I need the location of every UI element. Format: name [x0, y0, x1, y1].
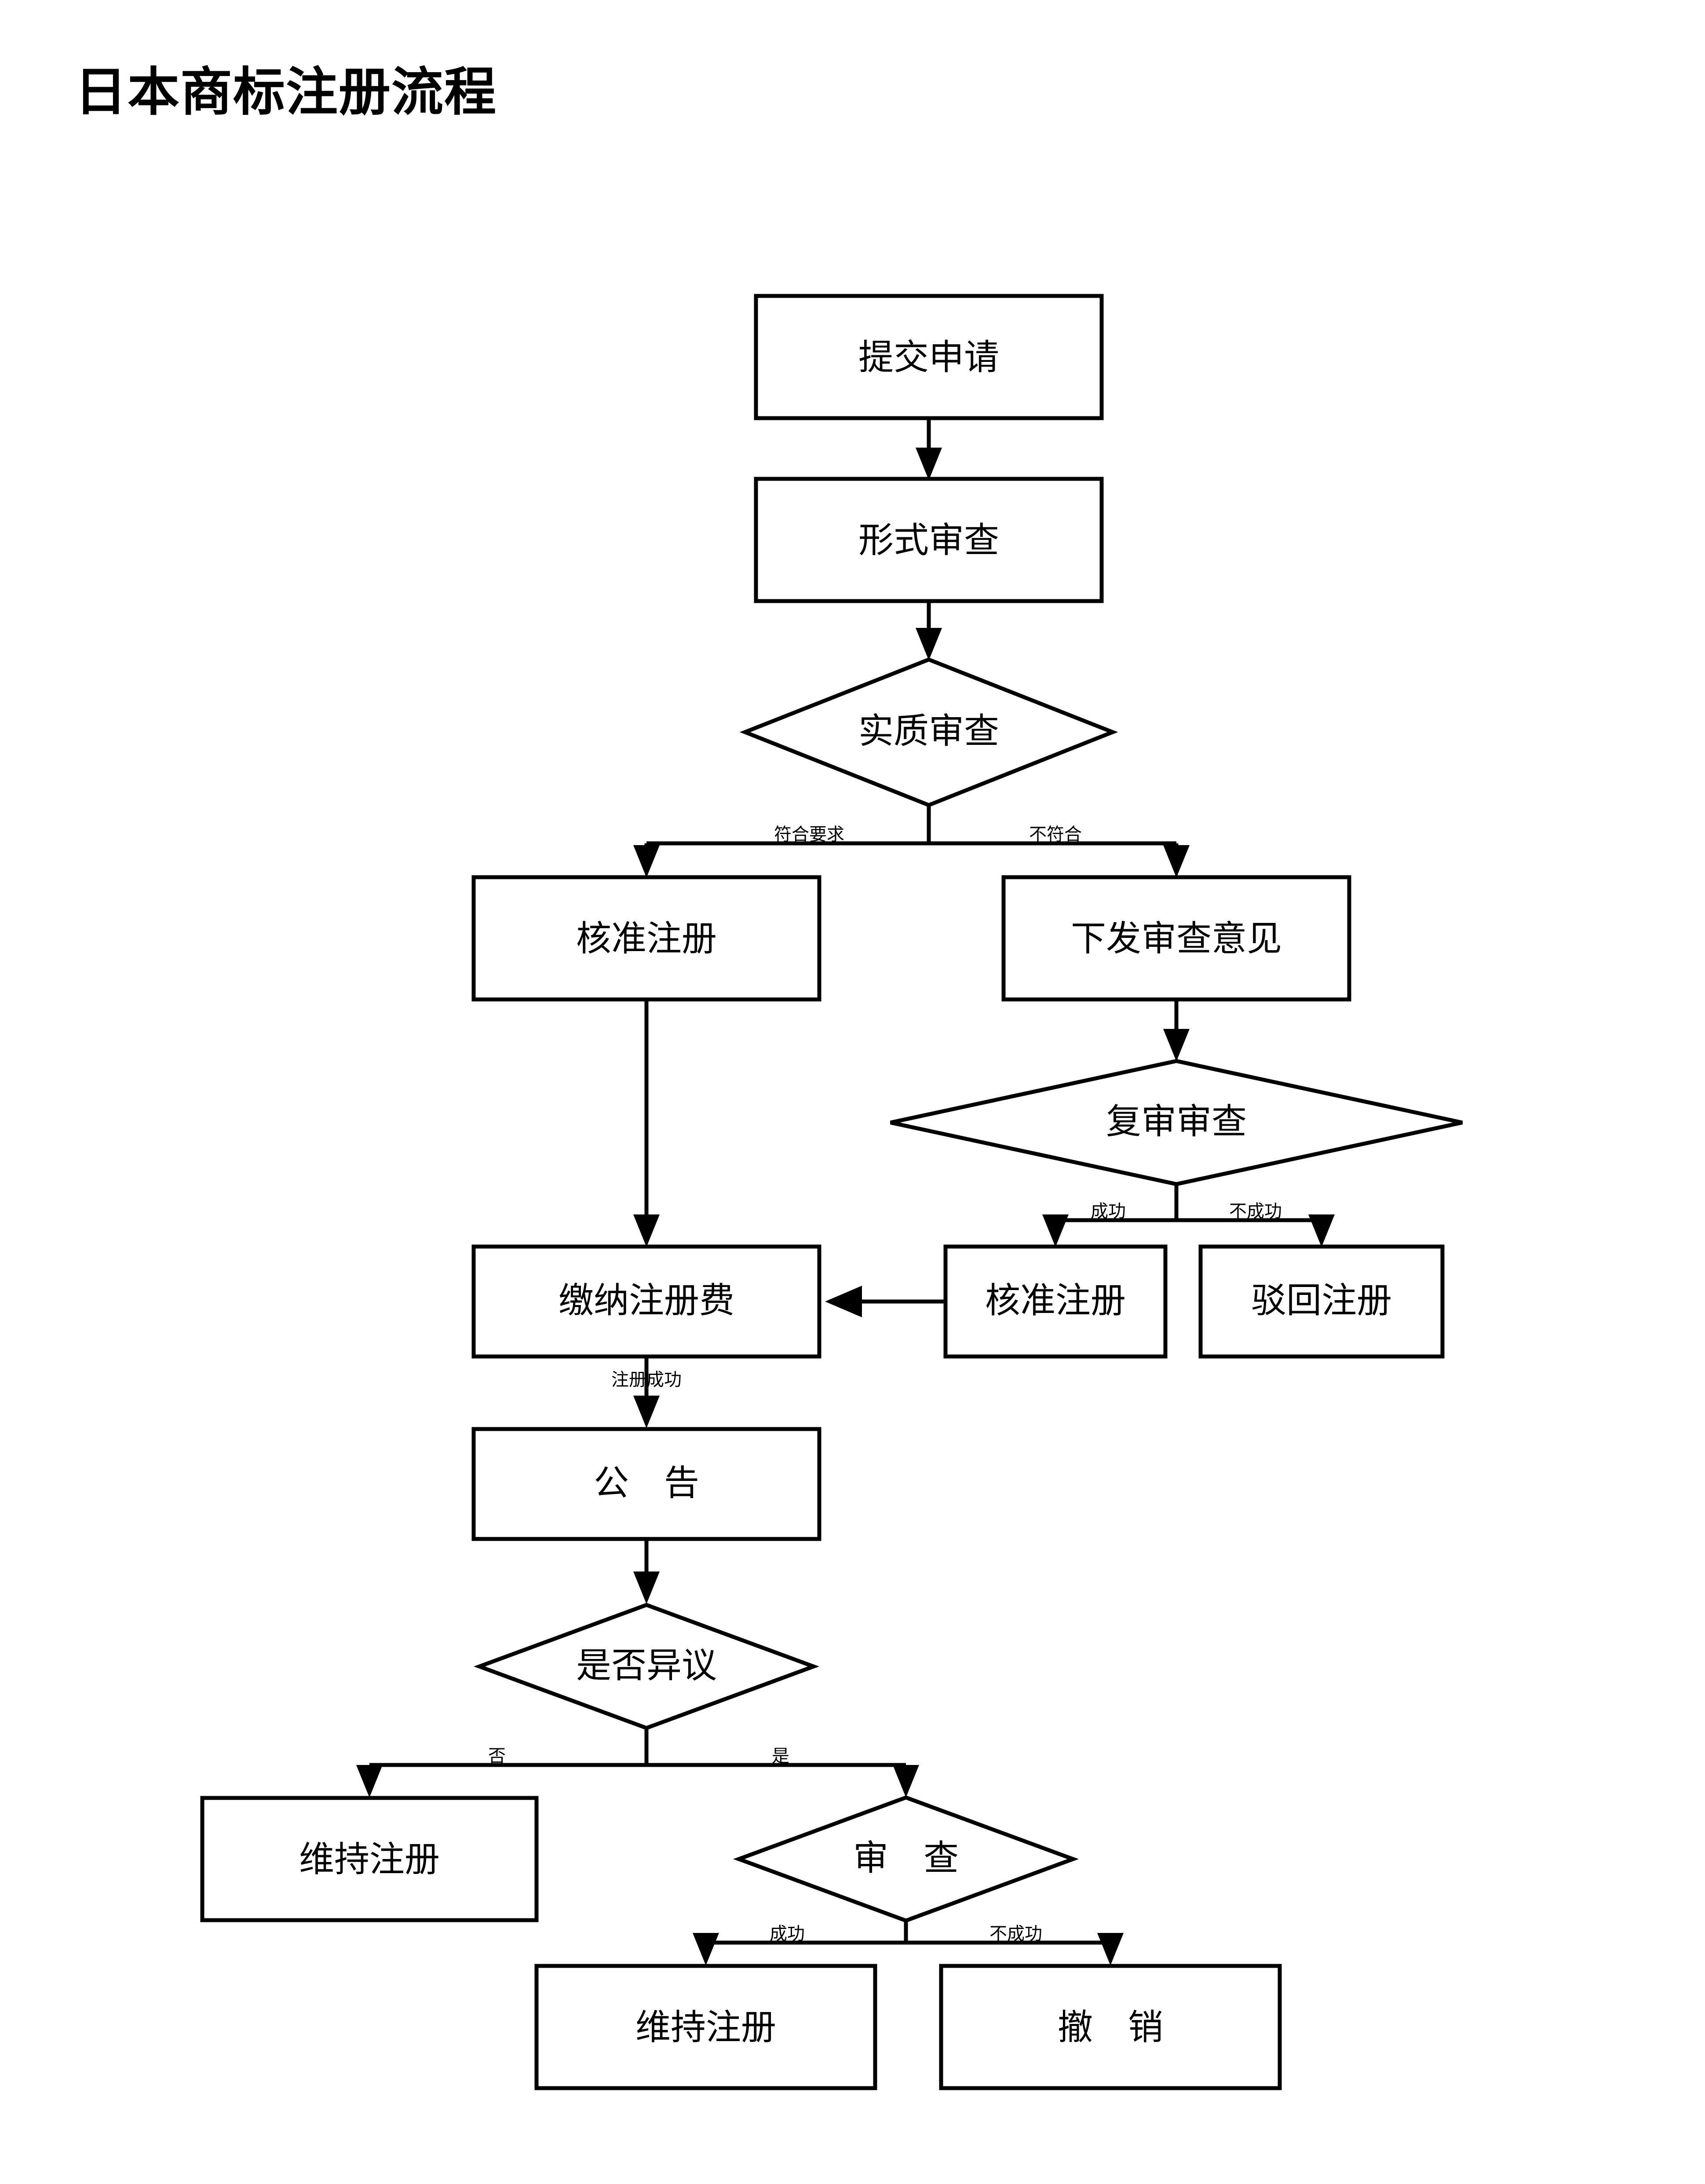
edge-label-not-meets: 不符合	[1029, 824, 1082, 845]
node-opposition-examination[interactable]: 审 查	[733, 1795, 1079, 1923]
node-announcement[interactable]: 公 告	[471, 1427, 821, 1541]
node-label-opposition-decision: 是否异议	[576, 1645, 717, 1686]
node-approve-registration-1[interactable]: 核准注册	[471, 875, 821, 1002]
edge-label-meets-requirements: 符合要求	[774, 824, 844, 845]
edge-label-registration-success: 注册成功	[611, 1370, 682, 1390]
node-label-approve-registration-1: 核准注册	[576, 918, 717, 959]
edge-label-review-success: 成功	[1091, 1201, 1126, 1221]
node-review-examination[interactable]: 复审审查	[890, 1059, 1463, 1186]
edge-label-exam-success: 成功	[770, 1924, 805, 1944]
node-label-review-examination: 复审审查	[1106, 1101, 1247, 1142]
node-label-substantive-examination: 实质审查	[858, 711, 999, 751]
node-label-submit-application: 提交申请	[858, 337, 999, 378]
node-label-reject-registration: 驳回注册	[1251, 1280, 1392, 1321]
node-approve-registration-2[interactable]: 核准注册	[943, 1244, 1168, 1359]
edge-payfee-to-announce	[633, 1356, 660, 1428]
edge-approve2-to-payfee	[825, 1286, 946, 1317]
edge-label-review-fail: 不成功	[1229, 1201, 1282, 1221]
node-pay-registration-fee[interactable]: 缴纳注册费	[471, 1244, 821, 1359]
node-label-approve-registration-2: 核准注册	[985, 1280, 1126, 1321]
node-label-announcement: 公 告	[594, 1462, 699, 1503]
edge-opinion-to-review	[1163, 999, 1190, 1061]
node-issue-examination-opinion[interactable]: 下发审查意见	[1001, 875, 1351, 1002]
node-opposition-decision[interactable]: 是否异议	[473, 1603, 820, 1730]
node-label-cancellation: 撤 销	[1058, 2007, 1163, 2048]
edge-label-exam-fail: 不成功	[989, 1924, 1042, 1944]
edge-label-yes-opposition: 是	[772, 1746, 789, 1766]
node-submit-application[interactable]: 提交申请	[754, 294, 1104, 420]
node-reject-registration[interactable]: 驳回注册	[1198, 1244, 1445, 1359]
node-label-issue-examination-opinion: 下发审查意见	[1071, 918, 1282, 959]
node-substantive-examination[interactable]: 实质审查	[739, 657, 1118, 807]
node-label-formal-examination: 形式审查	[858, 520, 999, 561]
node-maintain-registration-2[interactable]: 维持注册	[534, 1964, 877, 2090]
node-cancellation[interactable]: 撤 销	[939, 1964, 1282, 2090]
edge-opposition-split	[356, 1728, 919, 1798]
page-title: 日本商标注册流程	[75, 62, 497, 122]
edge-substantive-split	[633, 805, 1190, 878]
edge-submit-to-formal	[916, 418, 942, 480]
edge-approve-to-payfee	[633, 999, 660, 1247]
edge-review-split	[1042, 1184, 1335, 1247]
node-maintain-registration-1[interactable]: 维持注册	[200, 1796, 539, 1922]
node-label-opposition-examination: 审 查	[853, 1838, 959, 1878]
node-label-maintain-registration-2: 维持注册	[635, 2007, 776, 2048]
edge-formal-to-substantive	[916, 601, 942, 660]
node-label-maintain-registration-1: 维持注册	[299, 1839, 440, 1880]
edge-announce-to-opposition	[633, 1539, 660, 1604]
node-formal-examination[interactable]: 形式审查	[754, 477, 1104, 603]
edge-examination-split	[693, 1921, 1124, 1965]
edge-label-no-opposition: 否	[488, 1746, 506, 1766]
node-label-pay-registration-fee: 缴纳注册费	[559, 1280, 734, 1321]
